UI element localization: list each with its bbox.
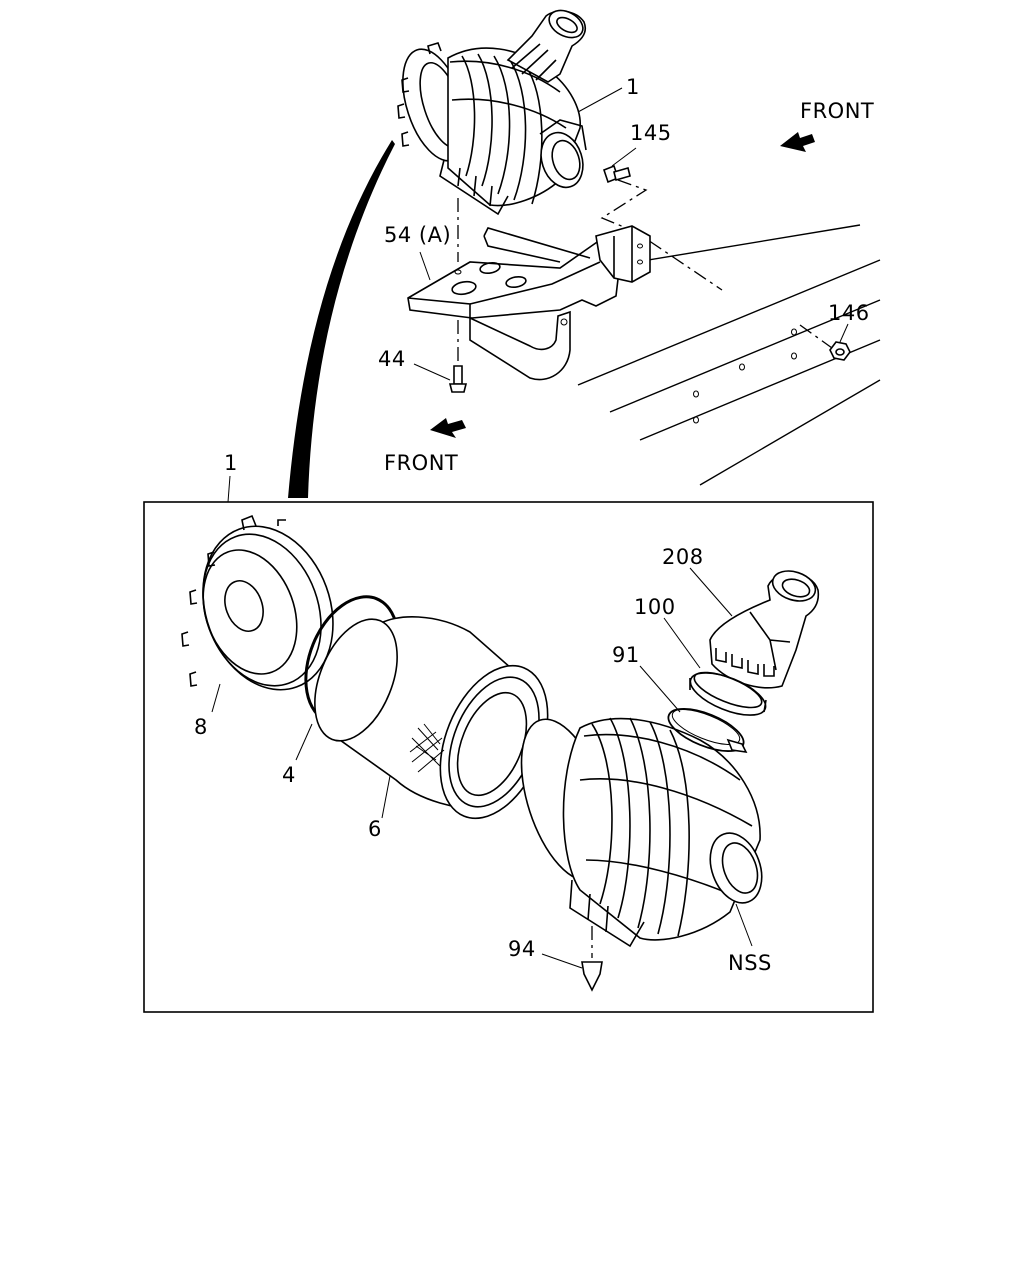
callout-curve xyxy=(288,140,395,498)
bolt-44 xyxy=(413,320,468,393)
frame-rail xyxy=(577,179,881,486)
clamp-91 xyxy=(639,665,748,754)
label-front-lower: FRONT xyxy=(384,451,458,475)
label-bracket-54a: 54 (A) xyxy=(384,223,451,247)
leader-exploded-1 xyxy=(227,475,231,503)
hose-208 xyxy=(689,567,820,689)
label-hose-208: 208 xyxy=(662,545,704,569)
front-arrow-upper-icon xyxy=(780,132,815,152)
label-front-upper: FRONT xyxy=(800,99,874,123)
label-housing-nss: NSS xyxy=(728,951,772,975)
bolt-145 xyxy=(603,147,637,184)
cover-8 xyxy=(181,514,334,713)
label-valve-94: 94 xyxy=(508,937,536,961)
ring-100 xyxy=(663,617,767,716)
front-arrow-lower-icon xyxy=(430,418,466,438)
label-oring-4: 4 xyxy=(282,763,296,787)
housing-nss xyxy=(520,717,763,948)
valve-94 xyxy=(541,926,603,992)
air-cleaner-assembly xyxy=(397,9,587,216)
label-element-6: 6 xyxy=(368,817,382,841)
label-nut-146: 146 xyxy=(828,301,870,325)
label-cover-8: 8 xyxy=(194,715,208,739)
label-bolt-145: 145 xyxy=(630,121,672,145)
label-top-assembly: 1 xyxy=(626,75,640,99)
leader-top-assembly xyxy=(577,87,623,113)
nut-146 xyxy=(829,323,851,361)
label-bolt-44: 44 xyxy=(378,347,406,371)
label-clamp-91: 91 xyxy=(612,643,640,667)
label-ring-100: 100 xyxy=(634,595,676,619)
leader-bracket-54a xyxy=(419,251,431,281)
bracket-54a xyxy=(407,225,651,381)
filter-element-6 xyxy=(314,616,549,820)
label-exploded-1: 1 xyxy=(224,451,238,475)
exploded-view-frame xyxy=(143,501,874,1013)
